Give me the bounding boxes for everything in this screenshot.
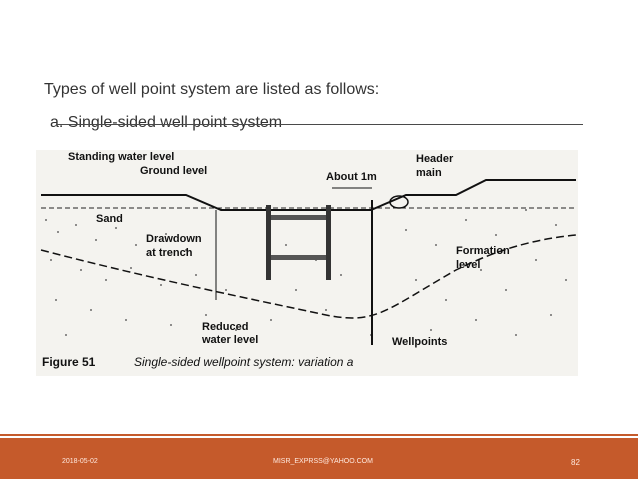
footer-accent-line: [0, 434, 638, 436]
label-about-1m: About 1m: [326, 171, 377, 183]
footer-band: [0, 438, 638, 479]
sheeting-left: [266, 205, 271, 280]
figure-caption-number: Figure 51: [42, 355, 96, 369]
wellpoint-diagram: Standing water level Ground level Sand D…: [40, 151, 577, 369]
label-formation-level: level: [456, 259, 480, 271]
figure-caption-text: Single-sided wellpoint system: variation…: [134, 355, 354, 369]
footer-page-number: 82: [571, 458, 580, 467]
label-formation: Formation: [456, 245, 510, 257]
sheeting-right: [326, 205, 331, 280]
ground-profile: [41, 179, 576, 211]
label-reduced-water-level: water level: [201, 334, 258, 346]
strut-lower: [271, 255, 326, 260]
footer-date: 2018-05-02: [62, 458, 98, 465]
wellpoint-figure: Standing water level Ground level Sand D…: [36, 150, 578, 376]
label-header: Header: [416, 153, 454, 165]
strut-upper: [271, 215, 326, 220]
label-drawdown: Drawdown: [146, 233, 202, 245]
label-wellpoints: Wellpoints: [392, 336, 447, 348]
footer-email: MISR_EXPRSS@YAHOO.COM: [273, 458, 373, 465]
label-sand: Sand: [96, 213, 123, 225]
label-reduced: Reduced: [202, 321, 248, 333]
label-main: main: [416, 167, 442, 179]
drawdown-curve: [40, 234, 577, 319]
label-ground-level: Ground level: [140, 165, 207, 177]
label-standing-water: Standing water level: [68, 151, 174, 163]
subheading-rule: [56, 124, 583, 125]
header-main-pipe: [389, 195, 409, 209]
label-at-trench: at trench: [146, 247, 193, 259]
sand-texture: [45, 209, 567, 336]
slide-subheading: a. Single-sided well point system: [50, 114, 283, 131]
slide-heading: Types of well point system are listed as…: [44, 81, 380, 98]
